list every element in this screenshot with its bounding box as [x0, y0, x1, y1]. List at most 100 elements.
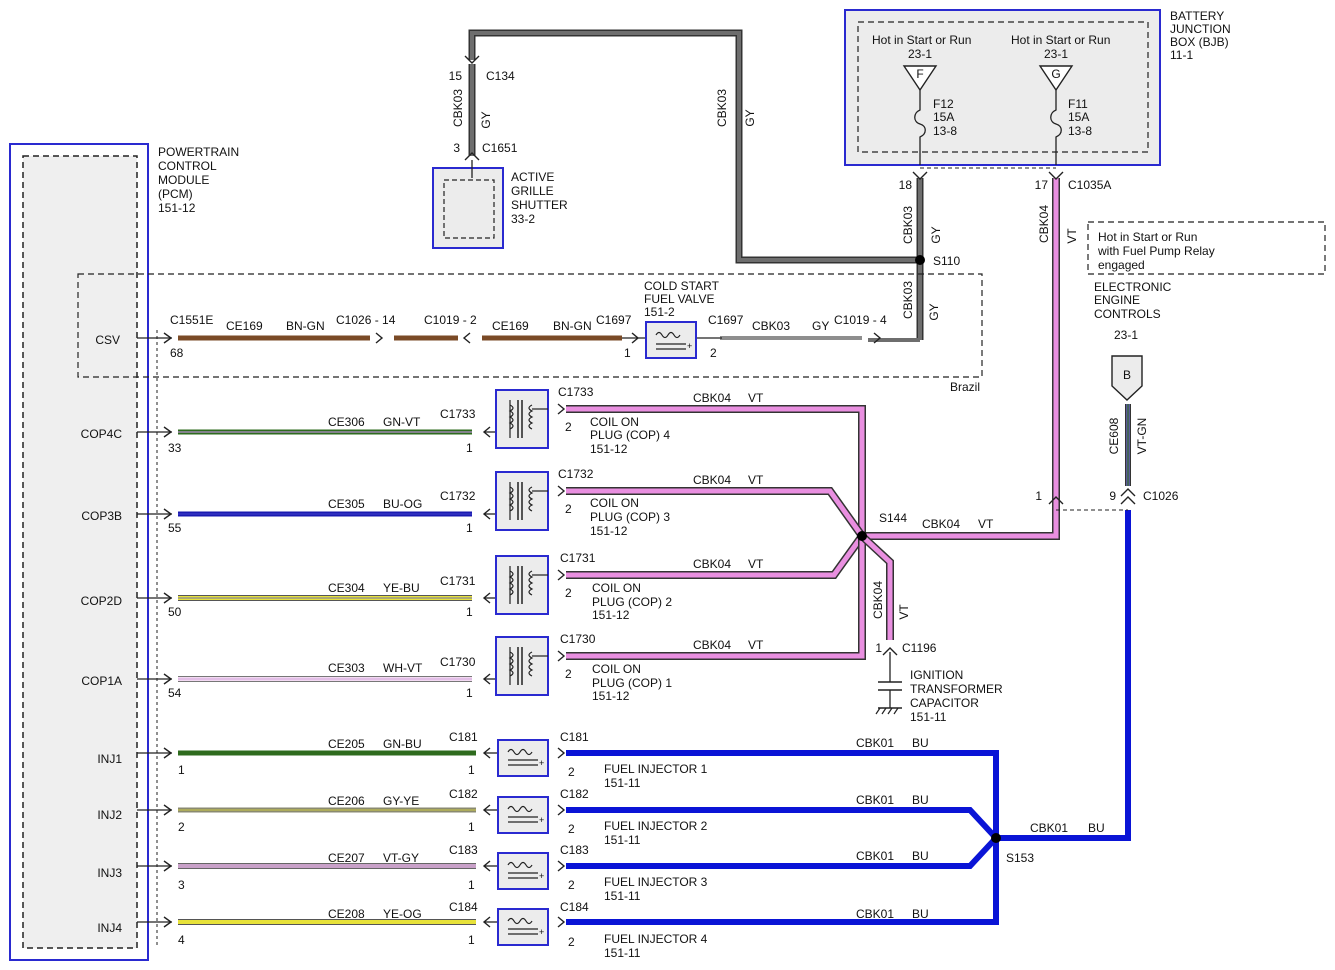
bjb-inner-box	[857, 21, 1149, 153]
cop1-conn-left: C1730	[440, 655, 476, 669]
s110-label: S110	[933, 254, 960, 268]
svg-text:+: +	[539, 815, 544, 825]
eec-title-2: ENGINE	[1094, 293, 1140, 307]
pcm-pin-inj1: INJ1	[97, 752, 122, 766]
bjb-title-3: BOX (BJB)	[1170, 35, 1229, 49]
cop1-pin-left: 1	[466, 686, 473, 700]
s153-out-code: CBK01	[1030, 821, 1068, 835]
cop1-coil-transformer-icon	[508, 647, 548, 685]
csv-valve-title-3: 151-2	[644, 305, 675, 319]
bjb-right-fuse-icon	[1050, 90, 1062, 165]
s153-out-color: BU	[1088, 821, 1105, 835]
inj1-pcm-arrow-icon	[163, 747, 173, 759]
injector-row-3: + 3 CE207 VT-GY C183 1 C183 2 FUEL INJEC…	[137, 843, 929, 903]
bjb-left-letter: F	[916, 67, 923, 81]
cop3-pcm-arrow-icon	[163, 508, 173, 520]
cop3-coil-transformer-icon	[508, 482, 548, 520]
conn-c1026-bu-lower-chevron-icon	[1120, 496, 1136, 505]
bjb-right-color: VT	[1065, 228, 1079, 244]
s153-label: S153	[1006, 851, 1034, 865]
cop1-feed-chevron-icon	[557, 650, 566, 662]
csv-valve-title-1: COLD START	[644, 279, 720, 293]
inj2-feed-chevron-icon	[557, 804, 566, 816]
inj4-title-1: FUEL INJECTOR 4	[604, 932, 708, 946]
csv-w3-color: GY	[812, 319, 829, 333]
cop1-pin-right: 2	[565, 667, 572, 681]
injector-row-1: + 1 CE205 GN-BU C181 1 C181 2 FUEL INJEC…	[137, 730, 929, 790]
cop4-pcm-arrow-icon	[163, 426, 173, 438]
inj2-pin-left: 1	[468, 820, 475, 834]
s110-down-code: CBK03	[901, 281, 915, 319]
brazil-option-box	[77, 273, 983, 378]
bjb-right-fuse-2: 15A	[1068, 110, 1089, 124]
inj1-title-2: 151-11	[604, 776, 641, 790]
s144-out-color: VT	[978, 517, 994, 531]
blue-feed-wires: S153 CBK01 BU	[566, 510, 1131, 925]
inj4-conn-right: C184	[560, 900, 589, 914]
cop3-pcm-pin: 55	[168, 521, 182, 535]
csv-conn3-chevron-icon	[873, 332, 882, 344]
s144-label: S144	[879, 511, 907, 525]
bjb-right-letter: G	[1051, 67, 1060, 81]
inj3-feed-chevron-icon	[557, 860, 566, 872]
bjb-left-color: GY	[929, 226, 943, 243]
eec-conn: C1026	[1143, 489, 1179, 503]
inj4-feed-chevron-icon	[557, 916, 566, 928]
cop2-pcm-arrow-icon	[163, 592, 173, 604]
cop2-title-3: 151-12	[592, 608, 630, 622]
inj3-title-2: 151-11	[604, 889, 641, 903]
csv-conn3: C1019 - 4	[834, 313, 887, 327]
pcm-module: POWERTRAIN CONTROL MODULE (PCM) 151-12 C…	[9, 143, 239, 961]
inj4-feed-code: CBK01	[856, 907, 894, 921]
grille-conn-bottom: C1651	[482, 141, 518, 155]
pcm-pin-inj3: INJ3	[97, 866, 122, 880]
cop3-wire-color: BU-OG	[383, 497, 422, 511]
inj2-conn-right: C182	[560, 787, 589, 801]
cop3-title-2: PLUG (COP) 3	[590, 510, 670, 524]
cop3-feed-color: VT	[748, 473, 764, 487]
pcm-pin-cop2d: COP2D	[81, 594, 123, 608]
inj1-conn-right: C181	[560, 730, 589, 744]
cop3-title-3: 151-12	[590, 524, 628, 538]
inj4-pcm-arrow-icon	[163, 916, 173, 928]
cop4-wire-color: GN-VT	[383, 415, 421, 429]
bjb-title-2: JUNCTION	[1170, 22, 1231, 36]
cop4-wire-code: CE306	[328, 415, 365, 429]
bjb-left-code: CBK03	[901, 206, 915, 244]
coil-row-4: 33 CE306 GN-VT C1733 1 C1733 2 COIL ON P…	[137, 385, 764, 456]
cop1-pcm-pin: 54	[168, 686, 182, 700]
inj3-title-1: FUEL INJECTOR 3	[604, 875, 708, 889]
cop4-coil-transformer-icon	[508, 400, 548, 438]
inj3-pcm-pin: 3	[178, 878, 185, 892]
battery-junction-box: BATTERY JUNCTION BOX (BJB) 11-1 Hot in S…	[844, 9, 1231, 166]
inj1-box	[497, 739, 549, 777]
pcm-title-3: MODULE	[158, 173, 209, 187]
ignition-capacitor: CBK04 VT 1 C1196 IGNITION TRANSFORMER CA…	[871, 581, 1003, 724]
inj2-wire-color: GY-YE	[383, 794, 419, 808]
inj3-pcm-arrow-icon	[163, 860, 173, 872]
inj1-wire-code: CE205	[328, 737, 365, 751]
bjb-outer-box	[844, 9, 1161, 166]
wire-bu-inj2	[566, 807, 999, 841]
pcm-pin-inj2: INJ2	[97, 808, 122, 822]
bjb-left-ref: 23-1	[908, 47, 932, 61]
csv-valve-title-2: FUEL VALVE	[644, 292, 714, 306]
cop4-pcm-pin: 33	[168, 441, 182, 455]
svg-text:+: +	[539, 758, 544, 768]
grille-title-2: GRILLE	[511, 184, 554, 198]
brazil-label: Brazil	[950, 380, 980, 394]
inj1-conn-left: C181	[449, 730, 478, 744]
inj1-feed-chevron-icon	[557, 747, 566, 759]
csv-w2-code: CE169	[492, 319, 529, 333]
relay-note-2: with Fuel Pump Relay	[1097, 244, 1215, 258]
relay-note-box	[1087, 221, 1326, 275]
bjb-left-terminal-triangle	[902, 65, 938, 92]
bjb-left-fuse-1: F12	[933, 97, 954, 111]
top-loop-color: GY	[743, 109, 757, 126]
svg-text:+: +	[539, 871, 544, 881]
violet-feed-wires: S144 CBK04 VT 17 C1035A CBK04 VT 1	[566, 171, 1111, 660]
bjb-left-hot: Hot in Start or Run	[872, 33, 971, 47]
s153-splice-dot	[991, 833, 1001, 843]
pcm-outer-box	[9, 143, 149, 961]
csv-conn2-chevron-icon	[462, 332, 471, 344]
